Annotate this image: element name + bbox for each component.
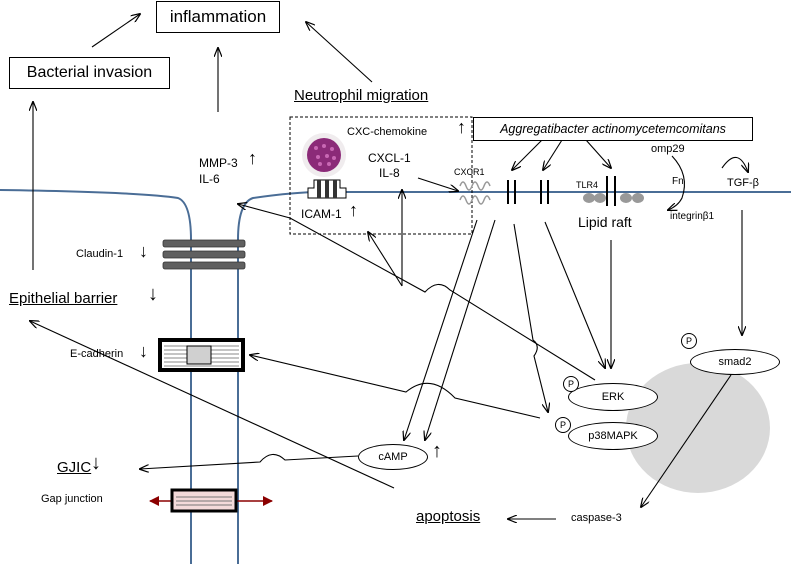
cxcr1-receptor [459, 181, 491, 205]
claudin1-down-icon: ↓ [139, 241, 148, 261]
mmp3-up-icon: ↑ [248, 148, 257, 168]
adherens-junction [158, 338, 245, 372]
bacterial-invasion-box: Bacterial invasion [9, 57, 170, 89]
il8-label: IL-8 [379, 166, 400, 180]
tight-junction [162, 239, 246, 270]
aggregatibacter-box: Aggregatibacter actinomycetemcomitans [473, 117, 753, 141]
integrin-label: integrinβ1 [670, 211, 715, 222]
tlr4-label: TLR4 [576, 180, 599, 190]
neutrophil-migration-label: Neutrophil migration [294, 87, 429, 104]
il6-label: IL-6 [199, 172, 220, 186]
neutrophil-icon [302, 133, 346, 177]
icam1-label: ICAM-1 [301, 207, 342, 221]
apoptosis-label: apoptosis [416, 508, 481, 525]
neutrophil-migration-box [289, 116, 473, 235]
phospho-p38-icon: P [555, 417, 571, 433]
mmp3-label: MMP-3 [199, 156, 238, 170]
tgfb-label: TGF-β [727, 177, 759, 189]
ecadherin-down-icon: ↓ [139, 341, 148, 361]
gjic-label: GJIC [57, 459, 92, 476]
smad2-node: smad2 [690, 349, 780, 375]
gjic-down-icon: ↓ [91, 452, 101, 474]
fn-label: Fn [672, 176, 684, 187]
cxc-chemokine-label: CXC-chemokine [347, 126, 428, 138]
inflammation-box: inflammation [156, 1, 280, 33]
cxcr1-label: CXCR1 [454, 167, 485, 177]
gap-junction-label: Gap junction [41, 493, 103, 505]
camp-node: cAMP [358, 444, 428, 470]
epithelial-barrier-down-icon: ↓ [148, 283, 158, 305]
epithelial-barrier-label: Epithelial barrier [9, 290, 118, 307]
cxcl1-label: CXCL-1 [368, 151, 411, 165]
gap-junction-structure [149, 488, 273, 513]
cxc-chemokine-up-icon: ↑ [457, 117, 466, 137]
erk-node: ERK [568, 383, 658, 411]
icam1-up-icon: ↑ [349, 200, 358, 220]
caspase3-label: caspase-3 [571, 512, 622, 524]
receptor-bars [507, 176, 616, 206]
omp29-label: omp29 [651, 143, 685, 155]
claudin1-label: Claudin-1 [76, 248, 124, 260]
p38mapk-node: p38MAPK [568, 422, 658, 450]
pathway-arrows [30, 14, 748, 519]
nucleus [626, 363, 770, 493]
phospho-erk-icon: P [563, 376, 579, 392]
camp-up-icon: ↑ [432, 440, 442, 462]
icam1-receptor [307, 179, 347, 199]
lipid-raft-ovals [583, 193, 644, 203]
lipid-raft-label: Lipid raft [578, 214, 632, 230]
phospho-smad2-icon: P [681, 333, 697, 349]
ecadherin-label: E-cadherin [70, 348, 124, 360]
